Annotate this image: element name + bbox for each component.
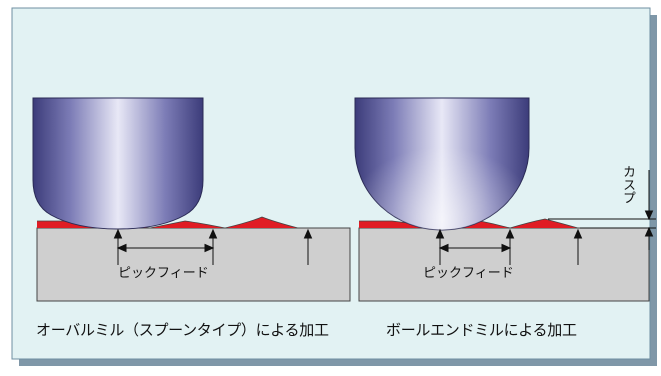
cusp-label: カスプ bbox=[620, 165, 635, 204]
right-cusp-3 bbox=[510, 219, 578, 228]
oval-mill-tool-icon bbox=[32, 97, 204, 230]
right-pick-feed-label: ピックフィード bbox=[423, 266, 514, 281]
ball-end-mill-group bbox=[354, 97, 656, 302]
right-caption: ボールエンドミルによる加工 bbox=[386, 321, 577, 339]
right-workpiece bbox=[358, 227, 650, 302]
cusp-dimension bbox=[548, 170, 656, 250]
left-caption: オーバルミル（スプーンタイプ）による加工 bbox=[36, 321, 329, 339]
left-cusp-3 bbox=[225, 217, 298, 228]
left-pick-feed-label: ピックフィード bbox=[118, 266, 209, 281]
oval-mill-group bbox=[32, 97, 351, 302]
left-cusp-2 bbox=[150, 221, 225, 228]
